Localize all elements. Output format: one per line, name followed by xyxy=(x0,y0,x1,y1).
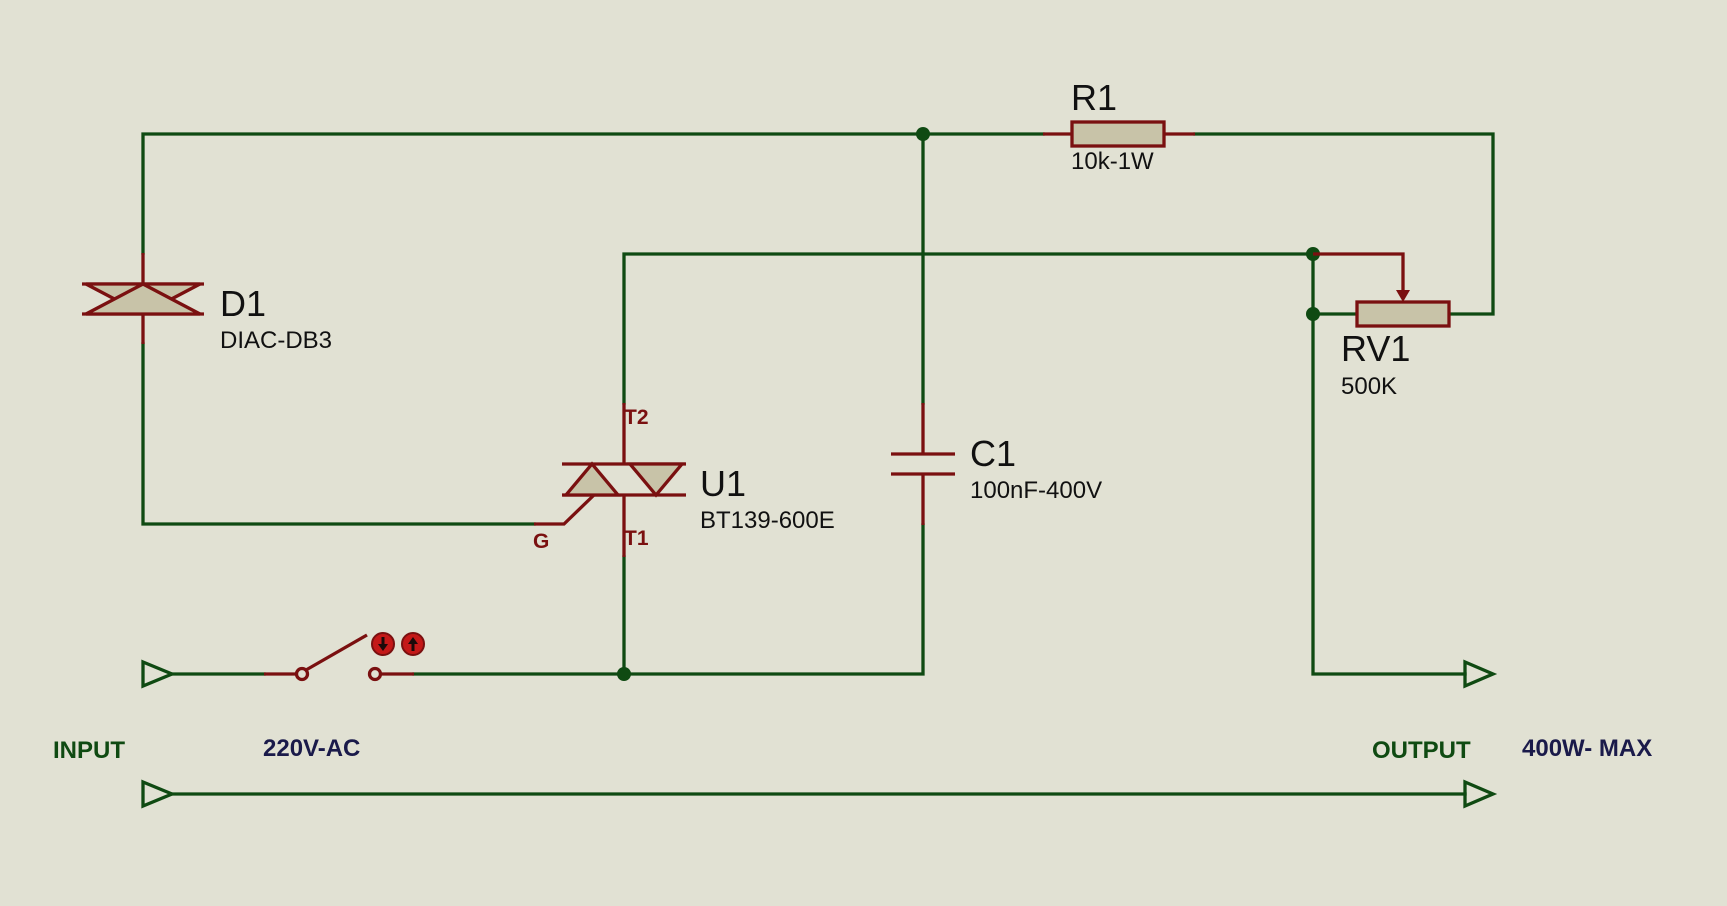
wire-d1-to-gate xyxy=(141,342,536,526)
triac-u1[interactable]: T2 T1 G U1 BT139-600E xyxy=(533,403,835,557)
d1-reference: D1 xyxy=(220,283,266,324)
d1-value: DIAC-DB3 xyxy=(220,327,332,354)
u1-value: BT139-600E xyxy=(700,507,835,534)
output-terminal-arrow xyxy=(1463,659,1498,689)
input-label: INPUT xyxy=(53,737,125,764)
resistor-r1[interactable]: R1 10k-1W xyxy=(1043,77,1195,175)
potentiometer-wiper xyxy=(1313,252,1405,295)
supply-voltage-label: 220V-AC xyxy=(263,735,360,762)
wire-top-rail xyxy=(141,132,1045,255)
rv1-reference: RV1 xyxy=(1341,328,1410,369)
c1-reference: C1 xyxy=(970,433,1016,474)
rv1-value: 500K xyxy=(1341,373,1397,400)
switch-contact-left xyxy=(294,666,310,682)
potentiometer-rv1[interactable]: RV1 500K xyxy=(1313,252,1451,400)
neutral-output-terminal-arrow xyxy=(1463,779,1498,809)
input-terminal-arrow xyxy=(141,659,177,689)
junctions xyxy=(617,127,1320,681)
wire-t2-to-rv1 xyxy=(622,252,1315,405)
capacitor-c1[interactable]: C1 100nF-400V xyxy=(891,403,1102,525)
junction-dot xyxy=(916,127,930,141)
triac-right-triangle xyxy=(626,462,686,498)
resistor-r1-body xyxy=(1070,120,1166,148)
u1-pin-t1: T1 xyxy=(624,527,649,550)
wire-r1-to-rv1 xyxy=(1193,132,1495,316)
diac-lower-triangle xyxy=(85,282,201,316)
triac-gate-lead xyxy=(534,493,596,526)
u1-pin-g: G xyxy=(533,530,549,553)
power-switch[interactable] xyxy=(264,632,425,682)
annotations: INPUT 220V-AC OUTPUT 400W- MAX xyxy=(53,735,1652,764)
wires xyxy=(141,132,1495,796)
terminals xyxy=(141,659,1498,809)
diac-d1[interactable]: D1 DIAC-DB3 xyxy=(82,253,332,354)
switch-contact-right xyxy=(367,666,383,682)
switch-lever xyxy=(305,633,368,672)
switch-toggle-icons[interactable] xyxy=(371,632,425,656)
c1-value: 100nF-400V xyxy=(970,477,1102,504)
wire-rv1-wiper-node xyxy=(1311,252,1467,676)
max-power-label: 400W- MAX xyxy=(1522,735,1652,762)
r1-value: 10k-1W xyxy=(1071,148,1154,175)
potentiometer-body xyxy=(1355,300,1451,328)
u1-pin-t2: T2 xyxy=(624,406,649,429)
wire-c1-bottom xyxy=(622,523,925,676)
wiper-arrow-icon xyxy=(1396,290,1410,302)
output-label: OUTPUT xyxy=(1372,737,1471,764)
triac-left-triangle xyxy=(562,461,622,497)
junction-dot xyxy=(1306,307,1320,321)
r1-reference: R1 xyxy=(1071,77,1117,118)
neutral-input-terminal-arrow xyxy=(141,779,177,809)
junction-dot xyxy=(617,667,631,681)
u1-reference: U1 xyxy=(700,463,746,504)
